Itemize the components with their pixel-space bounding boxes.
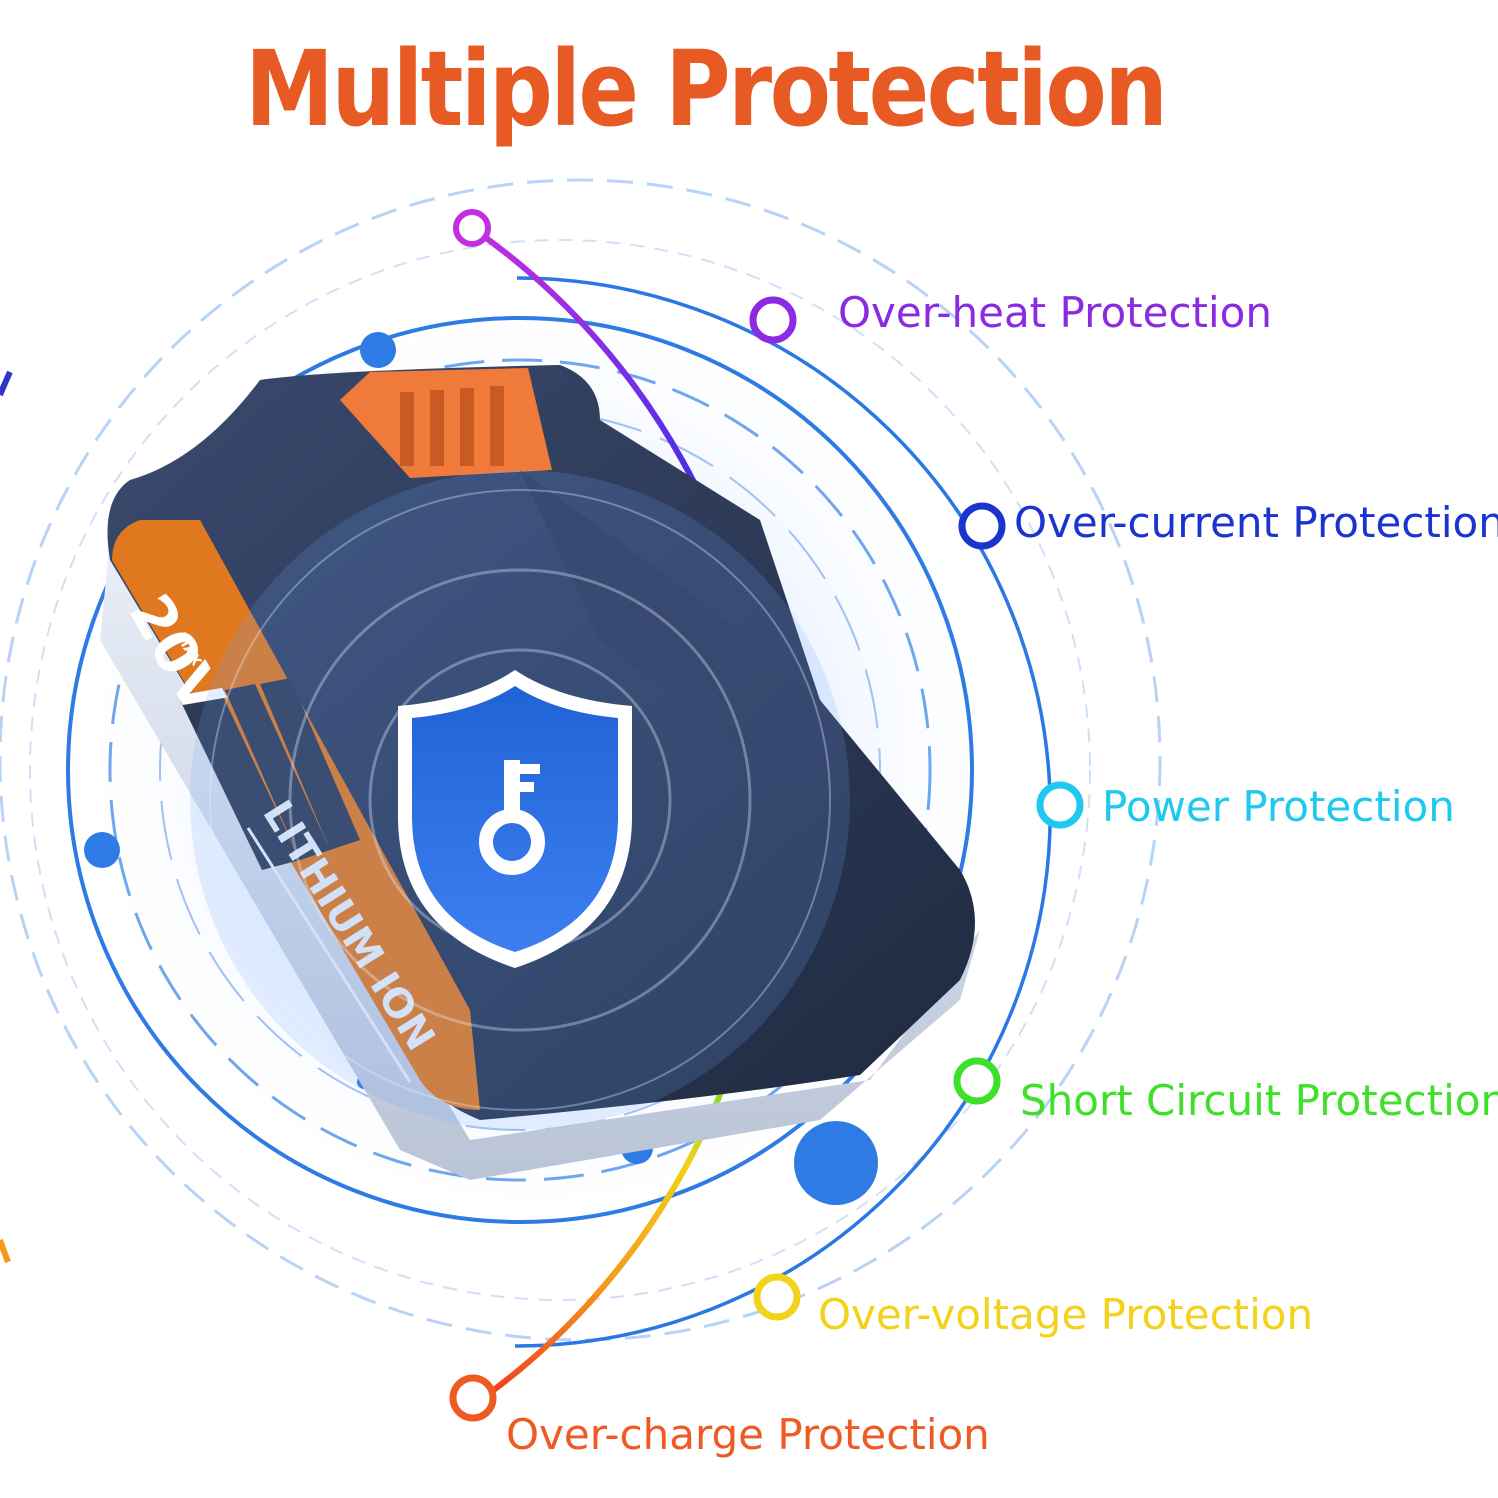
protection-node [1036, 781, 1084, 829]
protection-node [958, 502, 1006, 550]
protection-node [953, 1057, 1001, 1105]
key-shaft [504, 760, 520, 820]
key-tooth [520, 764, 540, 774]
page-title: Multiple Protection [245, 28, 1168, 150]
protection-label: Short Circuit Protection [1020, 1076, 1498, 1125]
left-edge-arc-blue [0, 370, 13, 397]
key-tooth [520, 782, 534, 792]
overlay-ring [209, 489, 831, 1111]
key-bow [479, 809, 545, 875]
blue-ring-inner-dashed [108, 358, 932, 1182]
stripe [225, 684, 330, 860]
protection-node [753, 1273, 801, 1321]
protection-node [449, 1374, 497, 1422]
decor-dot [84, 832, 120, 868]
protection-label: Over-charge Protection [506, 1410, 990, 1459]
outer-dashed-ring [0, 178, 1162, 1342]
latch-ribs [400, 386, 504, 466]
outer-dashed-ring-2 [29, 239, 1091, 1301]
protection-node [749, 296, 797, 344]
stripe [260, 678, 360, 850]
latch-rib [460, 388, 474, 466]
overlay-ring [288, 568, 752, 1032]
protection-label: Over-heat Protection [838, 288, 1272, 337]
battery-stripes [180, 678, 360, 870]
protection-nodes [449, 209, 1084, 1422]
shield-key-icon [398, 670, 632, 968]
protection-label: Over-voltage Protection [818, 1290, 1314, 1339]
blue-ring-main [66, 316, 974, 1224]
left-edge-arc-orange [0, 1239, 11, 1264]
chemistry-underline [246, 827, 412, 1083]
arc-start-node [453, 209, 491, 247]
latch-rib [400, 392, 414, 466]
decor-dot [360, 332, 396, 368]
decor-dot-large [794, 1121, 878, 1205]
key-icon [479, 760, 545, 875]
protection-label: Over-current Protection [1014, 498, 1498, 547]
overlay-rings [209, 489, 831, 1111]
latch-rib [430, 390, 444, 466]
battery-rail [520, 470, 860, 780]
protection-label: Power Protection [1102, 782, 1455, 831]
latch-rib [490, 386, 504, 466]
stripe [180, 690, 300, 870]
